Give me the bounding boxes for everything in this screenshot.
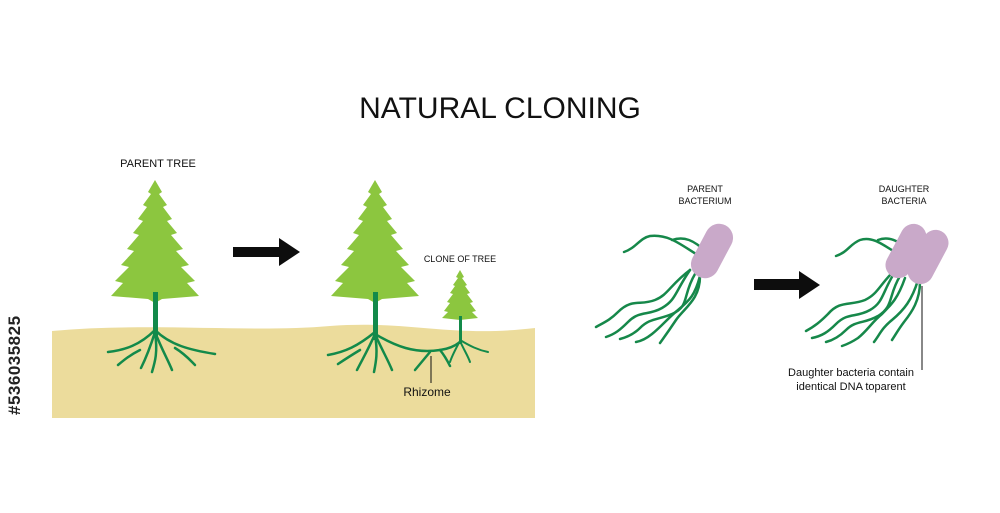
diagram-title: NATURAL CLONING: [359, 92, 641, 125]
daughter-bacteria-label-line2: BACTERIA: [881, 196, 926, 206]
rhizome-label: Rhizome: [403, 385, 451, 399]
arrow-parent-to-daughter: [754, 271, 820, 299]
mature-tree-roots: [326, 330, 394, 374]
parent-tree-foliage: [111, 180, 199, 303]
daughter-bacteria-label-line1: DAUGHTER: [879, 184, 930, 194]
clone-tree: [442, 270, 489, 363]
clone-of-tree-label: CLONE OF TREE: [424, 254, 496, 264]
parent-bacterium-flagella: [594, 234, 708, 345]
parent-tree-trunk: [153, 292, 158, 337]
parent-tree-label: PARENT TREE: [120, 158, 196, 170]
arrow-tree-to-clone: [233, 238, 300, 266]
soil-ground: [52, 324, 535, 418]
parent-tree-roots: [106, 328, 217, 374]
parent-bacterium: [594, 223, 734, 345]
daughter-note-line2: identical DNA toparent: [796, 381, 905, 393]
mature-tree-foliage: [331, 180, 419, 303]
parent-tree: [106, 180, 217, 374]
parent-bacterium-label-line2: BACTERIUM: [678, 196, 731, 206]
daughter-bacterium-2: [907, 229, 949, 285]
daughter-note-line1: Daughter bacteria contain: [788, 367, 914, 379]
stock-id-label: #536035825: [5, 315, 24, 415]
clone-tree-trunk: [459, 316, 462, 344]
mature-tree-trunk: [373, 292, 378, 340]
parent-bacterium-body: [690, 223, 734, 279]
daughter-bacteria: [804, 223, 949, 348]
mature-tree: [326, 180, 419, 374]
rhizome: [373, 332, 462, 372]
clone-tree-roots: [449, 339, 489, 363]
daughter-bacterium-1: [885, 223, 927, 279]
clone-tree-foliage: [442, 270, 478, 320]
parent-bacterium-label-line1: PARENT: [687, 184, 723, 194]
